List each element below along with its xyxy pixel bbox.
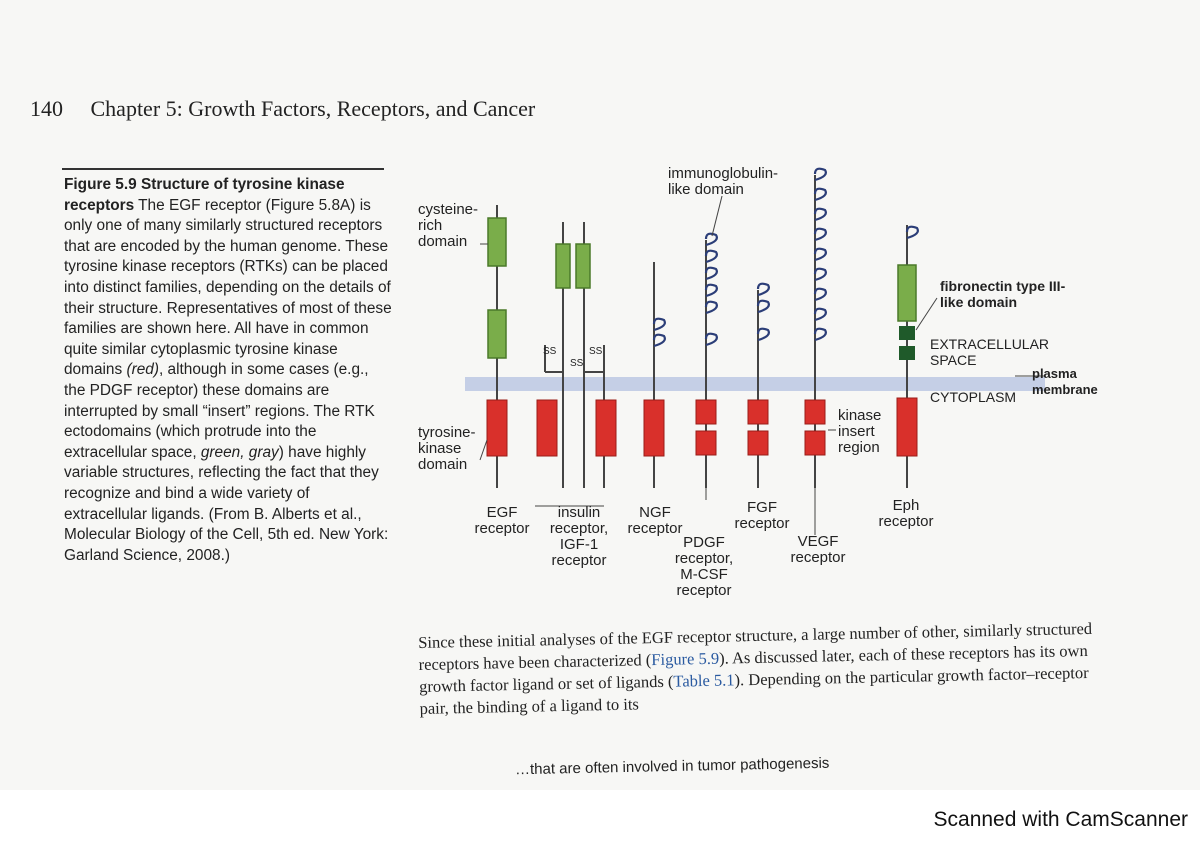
receptor-ngf: NGF receptor xyxy=(627,504,683,537)
chapter-title: Chapter 5: Growth Factors, Receptors, an… xyxy=(90,96,536,121)
caption-text-1: The EGF receptor (Figure 5.8A) is only o… xyxy=(64,196,392,379)
rtk-diagram xyxy=(465,167,1045,535)
book-page: 140 Chapter 5: Growth Factors, Receptors… xyxy=(30,96,1110,779)
figure-caption: Figure 5.9 Structure of tyrosine kinase … xyxy=(64,175,394,566)
caption-text-2: , although in some cases (e.g., the PDGF… xyxy=(64,361,375,461)
label-plasma-membrane: plasma membrane xyxy=(1032,366,1098,397)
receptor-vegf: VEGF receptor xyxy=(790,533,846,566)
receptor-pdgf: PDGF receptor, M-CSF receptor xyxy=(674,534,734,599)
caption-green-gray: green, gray xyxy=(200,443,279,461)
receptor-fgf: FGF receptor xyxy=(734,499,790,532)
label-cytoplasm: CYTOPLASM xyxy=(930,389,1017,405)
caption-red: (red) xyxy=(126,361,159,379)
label-ss-1: SS xyxy=(543,346,557,357)
caption-rule xyxy=(62,168,384,170)
label-fibronectin: fibronectin type III- like domain xyxy=(940,278,1066,310)
plasma-membrane-band xyxy=(465,377,1045,391)
caption-title: Figure 5.9 Structure of tyrosine kinase … xyxy=(64,176,345,214)
figure-ref-link[interactable]: Figure 5.9 xyxy=(651,648,720,670)
page-header: 140 Chapter 5: Growth Factors, Receptors… xyxy=(30,96,535,122)
body-paragraph: Since these initial analyses of the EGF … xyxy=(418,618,1110,720)
label-extracellular: EXTRACELLULAR SPACE xyxy=(930,336,1050,368)
label-ss-2: SS xyxy=(570,358,584,369)
receptor-eph: Eph receptor xyxy=(878,497,934,530)
caption-text-3: ) have highly variable structures, refle… xyxy=(64,443,389,564)
label-immunoglobulin: immunoglobulin- like domain xyxy=(668,165,779,198)
label-ss-3: SS xyxy=(589,346,603,357)
label-kinase-insert: kinase insert region xyxy=(838,407,882,456)
table-ref-link[interactable]: Table 5.1 xyxy=(673,670,735,691)
receptor-egf: EGF receptor xyxy=(474,504,530,537)
label-cysteine-rich: cysteine- rich domain xyxy=(418,201,479,250)
page-number: 140 xyxy=(30,96,63,121)
scanner-watermark: Scanned with CamScanner xyxy=(933,808,1188,831)
label-tyrosine-kinase: tyrosine- kinase domain xyxy=(418,424,476,473)
receptor-insulin: insulin receptor, IGF-1 receptor xyxy=(549,504,609,569)
